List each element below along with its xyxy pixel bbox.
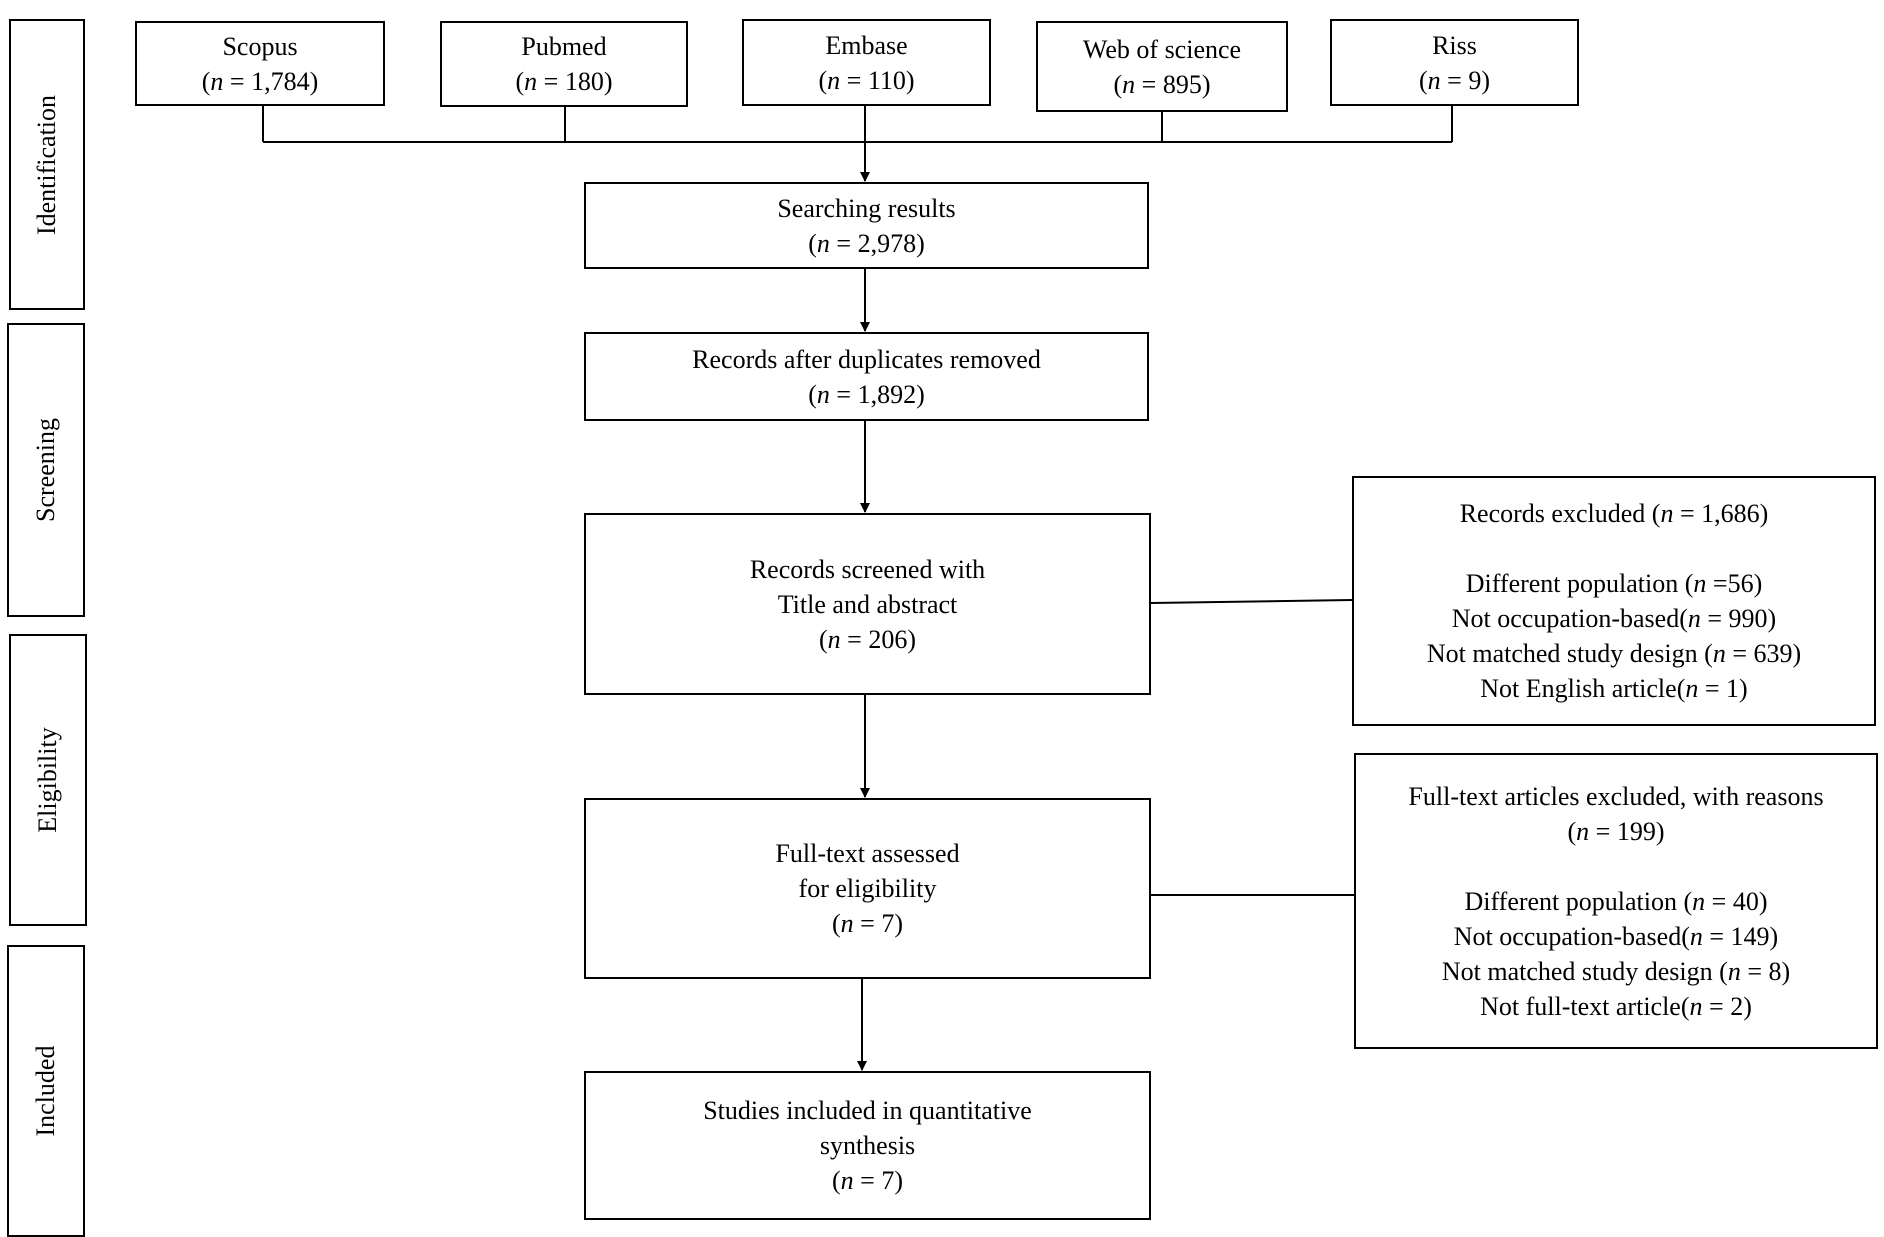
source-count: (n = 1,784) [201,66,319,96]
included-title-line2: synthesis [819,1131,916,1160]
fulltext-title-line2: for eligibility [798,874,937,903]
reason-different-population: Different population (n = 40) [1464,886,1768,916]
phase-screening: Screening [7,323,85,617]
reason-not-full-text-article: Not full-text article(n = 2) [1480,991,1752,1021]
reason-not-occupation-based: Not occupation-based(n = 990) [1451,604,1777,633]
fulltext-excluded-count: (n = 199) [1567,816,1665,846]
source-name: Pubmed [521,32,607,61]
reason-not-matched-study-design: Not matched study design (n = 8) [1441,956,1791,986]
screened-count: (n = 206) [818,624,916,654]
records-screened-box: Records screened with Title and abstract… [584,513,1151,695]
source-name: Scopus [222,31,298,61]
source-count: (n = 110) [818,65,915,95]
duplicates-removed-box: Records after duplicates removed (n = 1,… [584,332,1149,421]
duplicates-title: Records after duplicates removed [692,344,1041,374]
source-box-embase: Embase (n = 110) [742,19,991,106]
fulltext-title-line1: Full-text assessed [775,839,960,868]
reason-not-matched-study-design: Not matched study design (n = 639) [1426,639,1802,668]
phase-eligibility: Eligibility [9,634,87,926]
phase-included: Included [7,945,85,1237]
source-box-pubmed: Pubmed (n = 180) [440,21,688,107]
included-title-line1: Studies included in quantitative [703,1096,1032,1125]
reason-different-population: Different population (n =56) [1465,569,1763,598]
fulltext-assessed-box: Full-text assessed for eligibility (n = … [584,798,1151,979]
searching-results-box: Searching results (n = 2,978) [584,182,1149,269]
searching-count: (n = 2,978) [808,228,925,258]
reason-not-occupation-based: Not occupation-based(n = 149) [1453,921,1779,951]
exclusion-link-records [1150,599,1353,604]
fulltext-excluded-title: Full-text articles excluded, with reason… [1408,781,1824,811]
source-box-scopus: Scopus (n = 1,784) [135,21,385,106]
reason-not-english-article: Not English article(n = 1) [1480,674,1748,703]
phase-identification-label: Identification [32,94,61,235]
studies-included-box: Studies included in quantitative synthes… [584,1071,1151,1220]
phase-eligibility-label: Eligibility [33,727,62,833]
screened-title-line1: Records screened with [749,554,986,584]
source-name: Embase [825,30,908,60]
source-count: (n = 895) [1113,69,1211,99]
duplicates-count: (n = 1,892) [808,379,925,409]
fulltext-count: (n = 7) [831,909,903,938]
source-count: (n = 9) [1418,65,1490,95]
screened-title-line2: Title and abstract [777,589,958,619]
phase-identification: Identification [9,19,85,310]
source-name: Riss [1432,30,1477,60]
phase-screening-label: Screening [31,418,60,522]
source-name: Web of science [1082,34,1242,64]
phase-included-label: Included [31,1045,60,1137]
records-excluded-box: Records excluded (n = 1,686) Different p… [1352,476,1876,726]
source-box-web-of-science: Web of science (n = 895) [1036,21,1288,112]
source-count: (n = 180) [515,67,613,96]
fulltext-excluded-box: Full-text articles excluded, with reason… [1354,753,1878,1049]
records-excluded-title: Records excluded (n = 1,686) [1459,499,1769,528]
included-count: (n = 7) [831,1166,903,1195]
searching-title: Searching results [777,193,956,223]
source-box-riss: Riss (n = 9) [1330,19,1579,106]
